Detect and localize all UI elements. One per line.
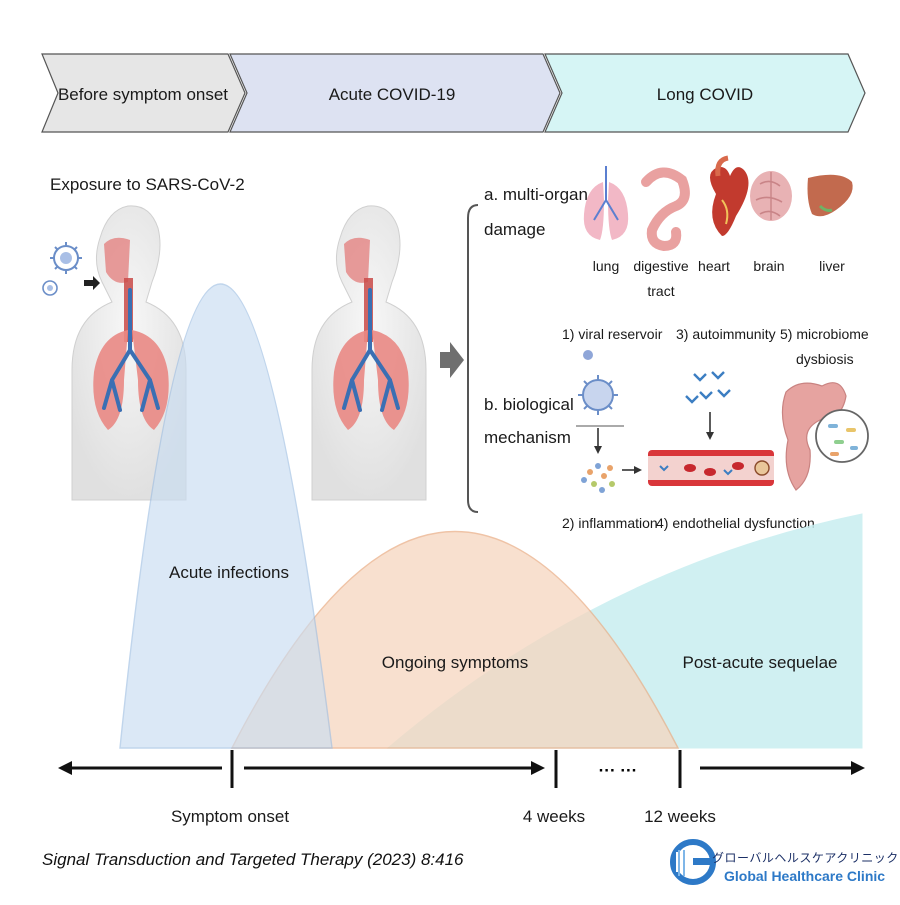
mechanism-5-label-line2: dysbiosis: [796, 351, 854, 367]
virus-small-icon: [42, 280, 58, 296]
virus-icon: [50, 242, 82, 274]
brand-name-english: Global Healthcare Clinic: [724, 868, 886, 884]
mechanism-title-line1: b. biological: [484, 395, 574, 414]
brand-name-japanese: グローバルヘルスケアクリニック: [712, 851, 899, 865]
timeline: ··· ··· Symptom onset 4 weeks 12 weeks: [58, 750, 865, 826]
curves: Acute infections Ongoing symptoms Post-a…: [119, 283, 863, 749]
digestive-tract-icon: [641, 167, 690, 252]
human-figure-acute: [311, 205, 427, 501]
mechanism-1-label: 1) viral reservoir: [562, 326, 663, 342]
organ-lung-label: lung: [593, 258, 619, 274]
inflammation-icon: [581, 463, 642, 493]
phase-before-label: Before symptom onset: [58, 85, 228, 104]
heart-icon: [710, 155, 749, 236]
citation: Signal Transduction and Targeted Therapy…: [42, 850, 464, 869]
phase-long-arrow: [544, 53, 866, 133]
organ-brain-label: brain: [753, 258, 784, 274]
phase-acute-label: Acute COVID-19: [329, 85, 456, 104]
timeline-right-arrow-icon: [851, 761, 865, 775]
liver-icon: [807, 174, 853, 217]
mechanism-2-label: 2) inflammation: [562, 515, 658, 531]
damage-title-line1: a. multi-organ: [484, 185, 588, 204]
bracket: [467, 204, 479, 513]
microbiome-icon: [781, 382, 869, 491]
ongoing-symptoms-label: Ongoing symptoms: [382, 653, 528, 672]
timeline-left-arrow-icon: [58, 761, 72, 775]
damage-title-line2: damage: [484, 220, 545, 239]
brain-icon: [750, 171, 792, 221]
phase-banner: Before symptom onset Acute COVID-19 Long…: [41, 53, 866, 133]
blood-vessel-icon: [648, 450, 774, 486]
viral-reservoir-icon: [576, 350, 624, 454]
lung-icon: [583, 166, 629, 240]
multi-organ-section: a. multi-organ damage lung digestive tra…: [484, 155, 853, 299]
brand-logo-icon: [670, 839, 716, 885]
autoimmunity-icon: [685, 371, 731, 440]
mechanism-5-label-line1: 5) microbiome: [780, 326, 869, 342]
mechanism-title-line2: mechanism: [484, 428, 571, 447]
timeline-gap-dots: ··· ···: [599, 761, 638, 780]
mechanism-4-label: 4) endothelial dysfunction: [656, 515, 815, 531]
inhale-arrow-icon: [84, 276, 100, 290]
organ-liver-label: liver: [819, 258, 845, 274]
organ-digestive-label-line2: tract: [647, 283, 674, 299]
exposure-label: Exposure to SARS-CoV-2: [50, 175, 245, 194]
phase-acute-arrow: [229, 53, 561, 133]
mechanism-3-label: 3) autoimmunity: [676, 326, 776, 342]
phase-long-label: Long COVID: [657, 85, 753, 104]
organ-digestive-label: digestive: [633, 258, 688, 274]
mechanism-section: b. biological mechanism 1) viral reservo…: [484, 326, 869, 531]
human-figure-exposure: [42, 205, 187, 501]
progression-arrow-icon: [440, 342, 464, 378]
acute-curve: [119, 283, 333, 749]
timeline-mid-arrow-icon: [531, 761, 545, 775]
acute-infections-label: Acute infections: [169, 563, 289, 582]
week4-label: 4 weeks: [523, 807, 585, 826]
post-acute-sequelae-label: Post-acute sequelae: [683, 653, 838, 672]
symptom-onset-label: Symptom onset: [171, 807, 289, 826]
organ-heart-label: heart: [698, 258, 730, 274]
week12-label: 12 weeks: [644, 807, 716, 826]
phase-before-arrow: [41, 53, 246, 133]
